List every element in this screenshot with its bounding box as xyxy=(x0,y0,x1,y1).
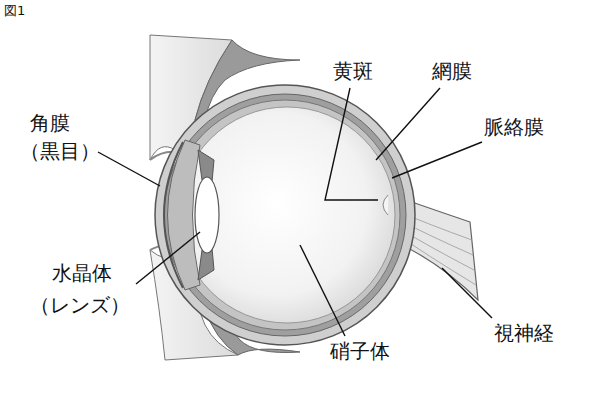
part-label: 網膜 xyxy=(432,60,472,82)
part-label: 黄斑 xyxy=(333,60,373,82)
part-label: 角膜 xyxy=(30,112,70,134)
part-note: （レンズ） xyxy=(30,294,130,316)
part-label: 脈絡膜 xyxy=(484,116,544,138)
part-label: 水晶体 xyxy=(52,262,112,284)
part-note: （黒目） xyxy=(20,140,100,162)
part-label: 硝子体 xyxy=(330,340,390,362)
figure-number: 図1 xyxy=(4,4,25,18)
part-label: 視神経 xyxy=(494,322,554,344)
